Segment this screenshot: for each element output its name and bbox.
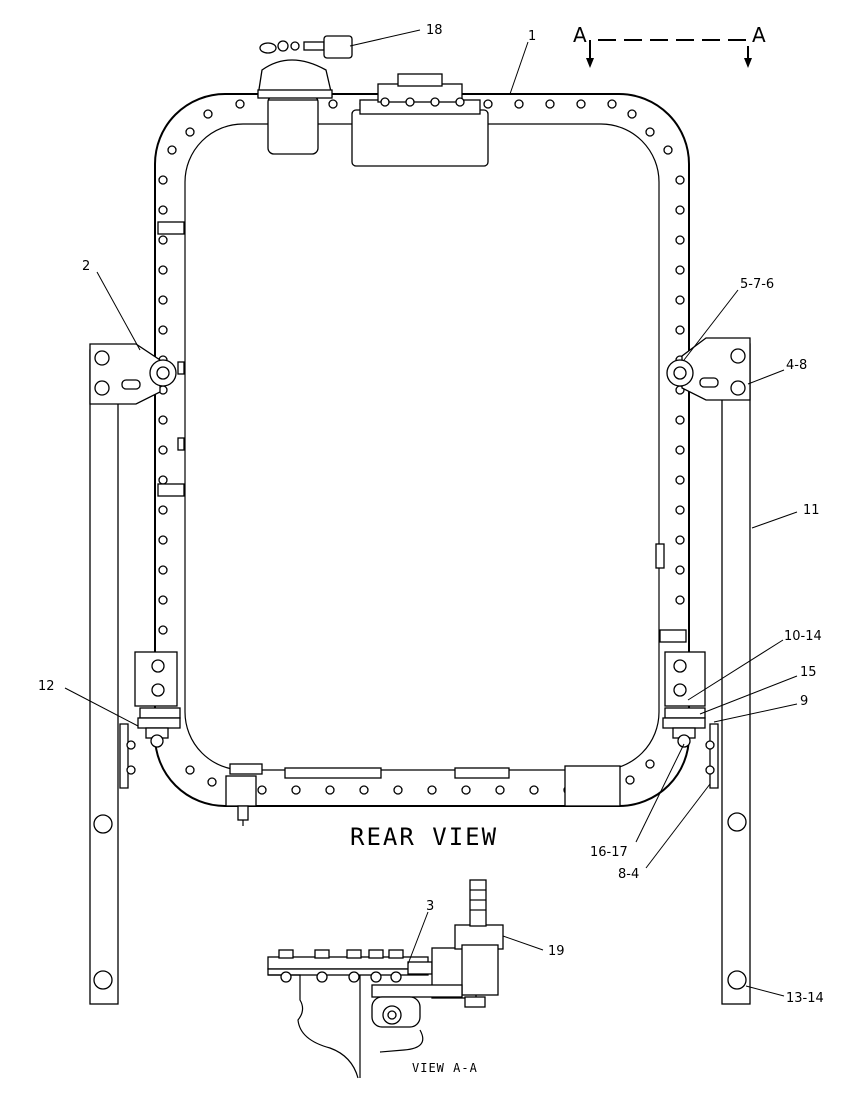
- bolt: [158, 295, 168, 305]
- bolt: [675, 235, 685, 245]
- callout-16-17: 16-17: [590, 845, 628, 860]
- bolt: [158, 205, 168, 215]
- bolt: [675, 325, 685, 335]
- bolt: [675, 205, 685, 215]
- bolt: [461, 785, 471, 795]
- bolt: [393, 785, 403, 795]
- callout-8-4: 8-4: [618, 867, 639, 882]
- callout-1: 1: [528, 29, 536, 44]
- bolt: [158, 505, 168, 515]
- bolt: [185, 127, 195, 137]
- bolt: [235, 99, 245, 109]
- callout-10-14: 10-14: [784, 629, 822, 644]
- callout-2: 2: [82, 259, 90, 274]
- callout-13-14: 13-14: [786, 991, 824, 1006]
- callout-labels: 18 1 2 5-7-6 4-8 11 10-14 15 9 12 16-17 …: [38, 23, 824, 1006]
- bolt: [675, 445, 685, 455]
- bolt: [316, 971, 328, 983]
- bolt: [627, 109, 637, 119]
- bolt: [675, 415, 685, 425]
- detail-bolt-head: [278, 949, 294, 959]
- bolt: [576, 99, 586, 109]
- callout-3: 3: [426, 899, 434, 914]
- view-a-a-detail: [267, 879, 504, 1079]
- callout-15: 15: [800, 665, 817, 680]
- bolt: [203, 109, 213, 119]
- bolt: [325, 785, 335, 795]
- bolt: [545, 99, 555, 109]
- section-mark-left: A: [573, 23, 587, 47]
- bolt: [380, 97, 390, 107]
- bolt: [607, 99, 617, 109]
- bolt: [675, 535, 685, 545]
- frame-bolt-pattern: [158, 99, 685, 795]
- right-support: [655, 337, 751, 1005]
- radiator-frame: [154, 93, 690, 807]
- bolt: [675, 505, 685, 515]
- bolt: [280, 971, 292, 983]
- bolt: [158, 565, 168, 575]
- bolt: [158, 535, 168, 545]
- detail-bolt-head: [346, 949, 362, 959]
- bolt: [291, 785, 301, 795]
- left-support: [89, 221, 185, 1005]
- callout-4-8: 4-8: [786, 358, 807, 373]
- bolt: [158, 475, 168, 485]
- detail-bolt-head: [314, 949, 330, 959]
- bolt: [185, 765, 195, 775]
- bolt: [675, 295, 685, 305]
- bolt: [348, 971, 360, 983]
- bolt: [158, 595, 168, 605]
- detail-bolt-head: [368, 949, 384, 959]
- bolt: [328, 99, 338, 109]
- callout-9: 9: [800, 694, 808, 709]
- bolt: [625, 775, 635, 785]
- bolt: [390, 971, 402, 983]
- bolt: [675, 595, 685, 605]
- bolt: [675, 175, 685, 185]
- bolt: [257, 785, 267, 795]
- bolt: [495, 785, 505, 795]
- bolt: [167, 145, 177, 155]
- bolt: [483, 99, 493, 109]
- bolt: [514, 99, 524, 109]
- bolt: [645, 127, 655, 137]
- section-mark-right: A: [752, 23, 766, 47]
- bolt: [370, 971, 382, 983]
- bolt: [158, 265, 168, 275]
- bottom-drain-and-tank: [225, 763, 621, 826]
- bolt: [158, 175, 168, 185]
- bolt: [675, 265, 685, 275]
- callout-18: 18: [426, 23, 443, 38]
- bolt: [675, 565, 685, 575]
- view-title: REAR VIEW: [350, 823, 498, 851]
- callout-11: 11: [803, 503, 820, 518]
- bolt: [158, 235, 168, 245]
- callout-leaders: [64, 29, 798, 997]
- bolt: [529, 785, 539, 795]
- detail-title: VIEW A-A: [412, 1061, 478, 1075]
- bolt: [675, 475, 685, 485]
- bolt: [158, 445, 168, 455]
- bolt: [405, 97, 415, 107]
- bolt: [158, 415, 168, 425]
- section-a-a-indicator: A A: [573, 23, 766, 68]
- bolt: [158, 625, 168, 635]
- detail-bolt-head: [388, 949, 404, 959]
- callout-19: 19: [548, 944, 565, 959]
- bolt: [455, 97, 465, 107]
- filler-neck: [257, 35, 353, 155]
- bolt: [158, 325, 168, 335]
- bolt: [645, 759, 655, 769]
- bolt: [427, 785, 437, 795]
- bolt: [359, 785, 369, 795]
- callout-12: 12: [38, 679, 55, 694]
- bolt: [430, 97, 440, 107]
- bolt: [663, 145, 673, 155]
- top-tank-block: [351, 73, 489, 167]
- bolt: [207, 777, 217, 787]
- callout-5-7-6: 5-7-6: [740, 277, 774, 292]
